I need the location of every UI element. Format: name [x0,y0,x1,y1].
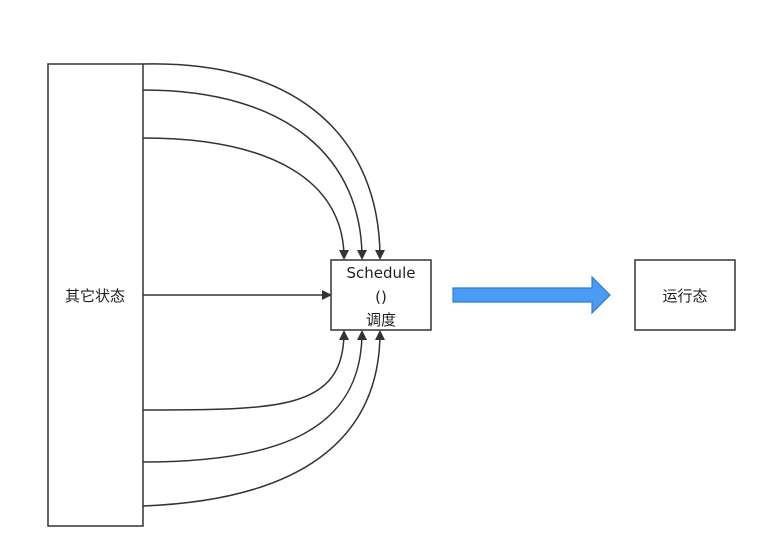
node-other-states: 其它状态 [47,63,144,527]
schedule-label-line2: () [375,288,387,306]
edge-top-3 [142,137,349,260]
other-states-box [47,63,144,527]
running-state-box [634,259,736,331]
other-states-label: 其它状态 [65,287,125,305]
running-state-label: 运行态 [662,287,707,305]
edge-top-1 [142,63,385,260]
schedule-label-line1: Schedule [347,264,416,282]
edge-bottom-3 [142,330,385,507]
schedule-box [330,259,432,331]
schedule-label-line3: 调度 [366,311,396,329]
big-blue-arrow [452,275,611,315]
node-running-state: 运行态 [634,259,736,331]
edge-bottom-1 [142,330,349,411]
node-schedule: Schedule () 调度 [330,259,432,331]
edges-to-schedule [142,63,385,507]
edge-top-2 [142,89,367,260]
edge-bottom-2 [142,330,367,463]
